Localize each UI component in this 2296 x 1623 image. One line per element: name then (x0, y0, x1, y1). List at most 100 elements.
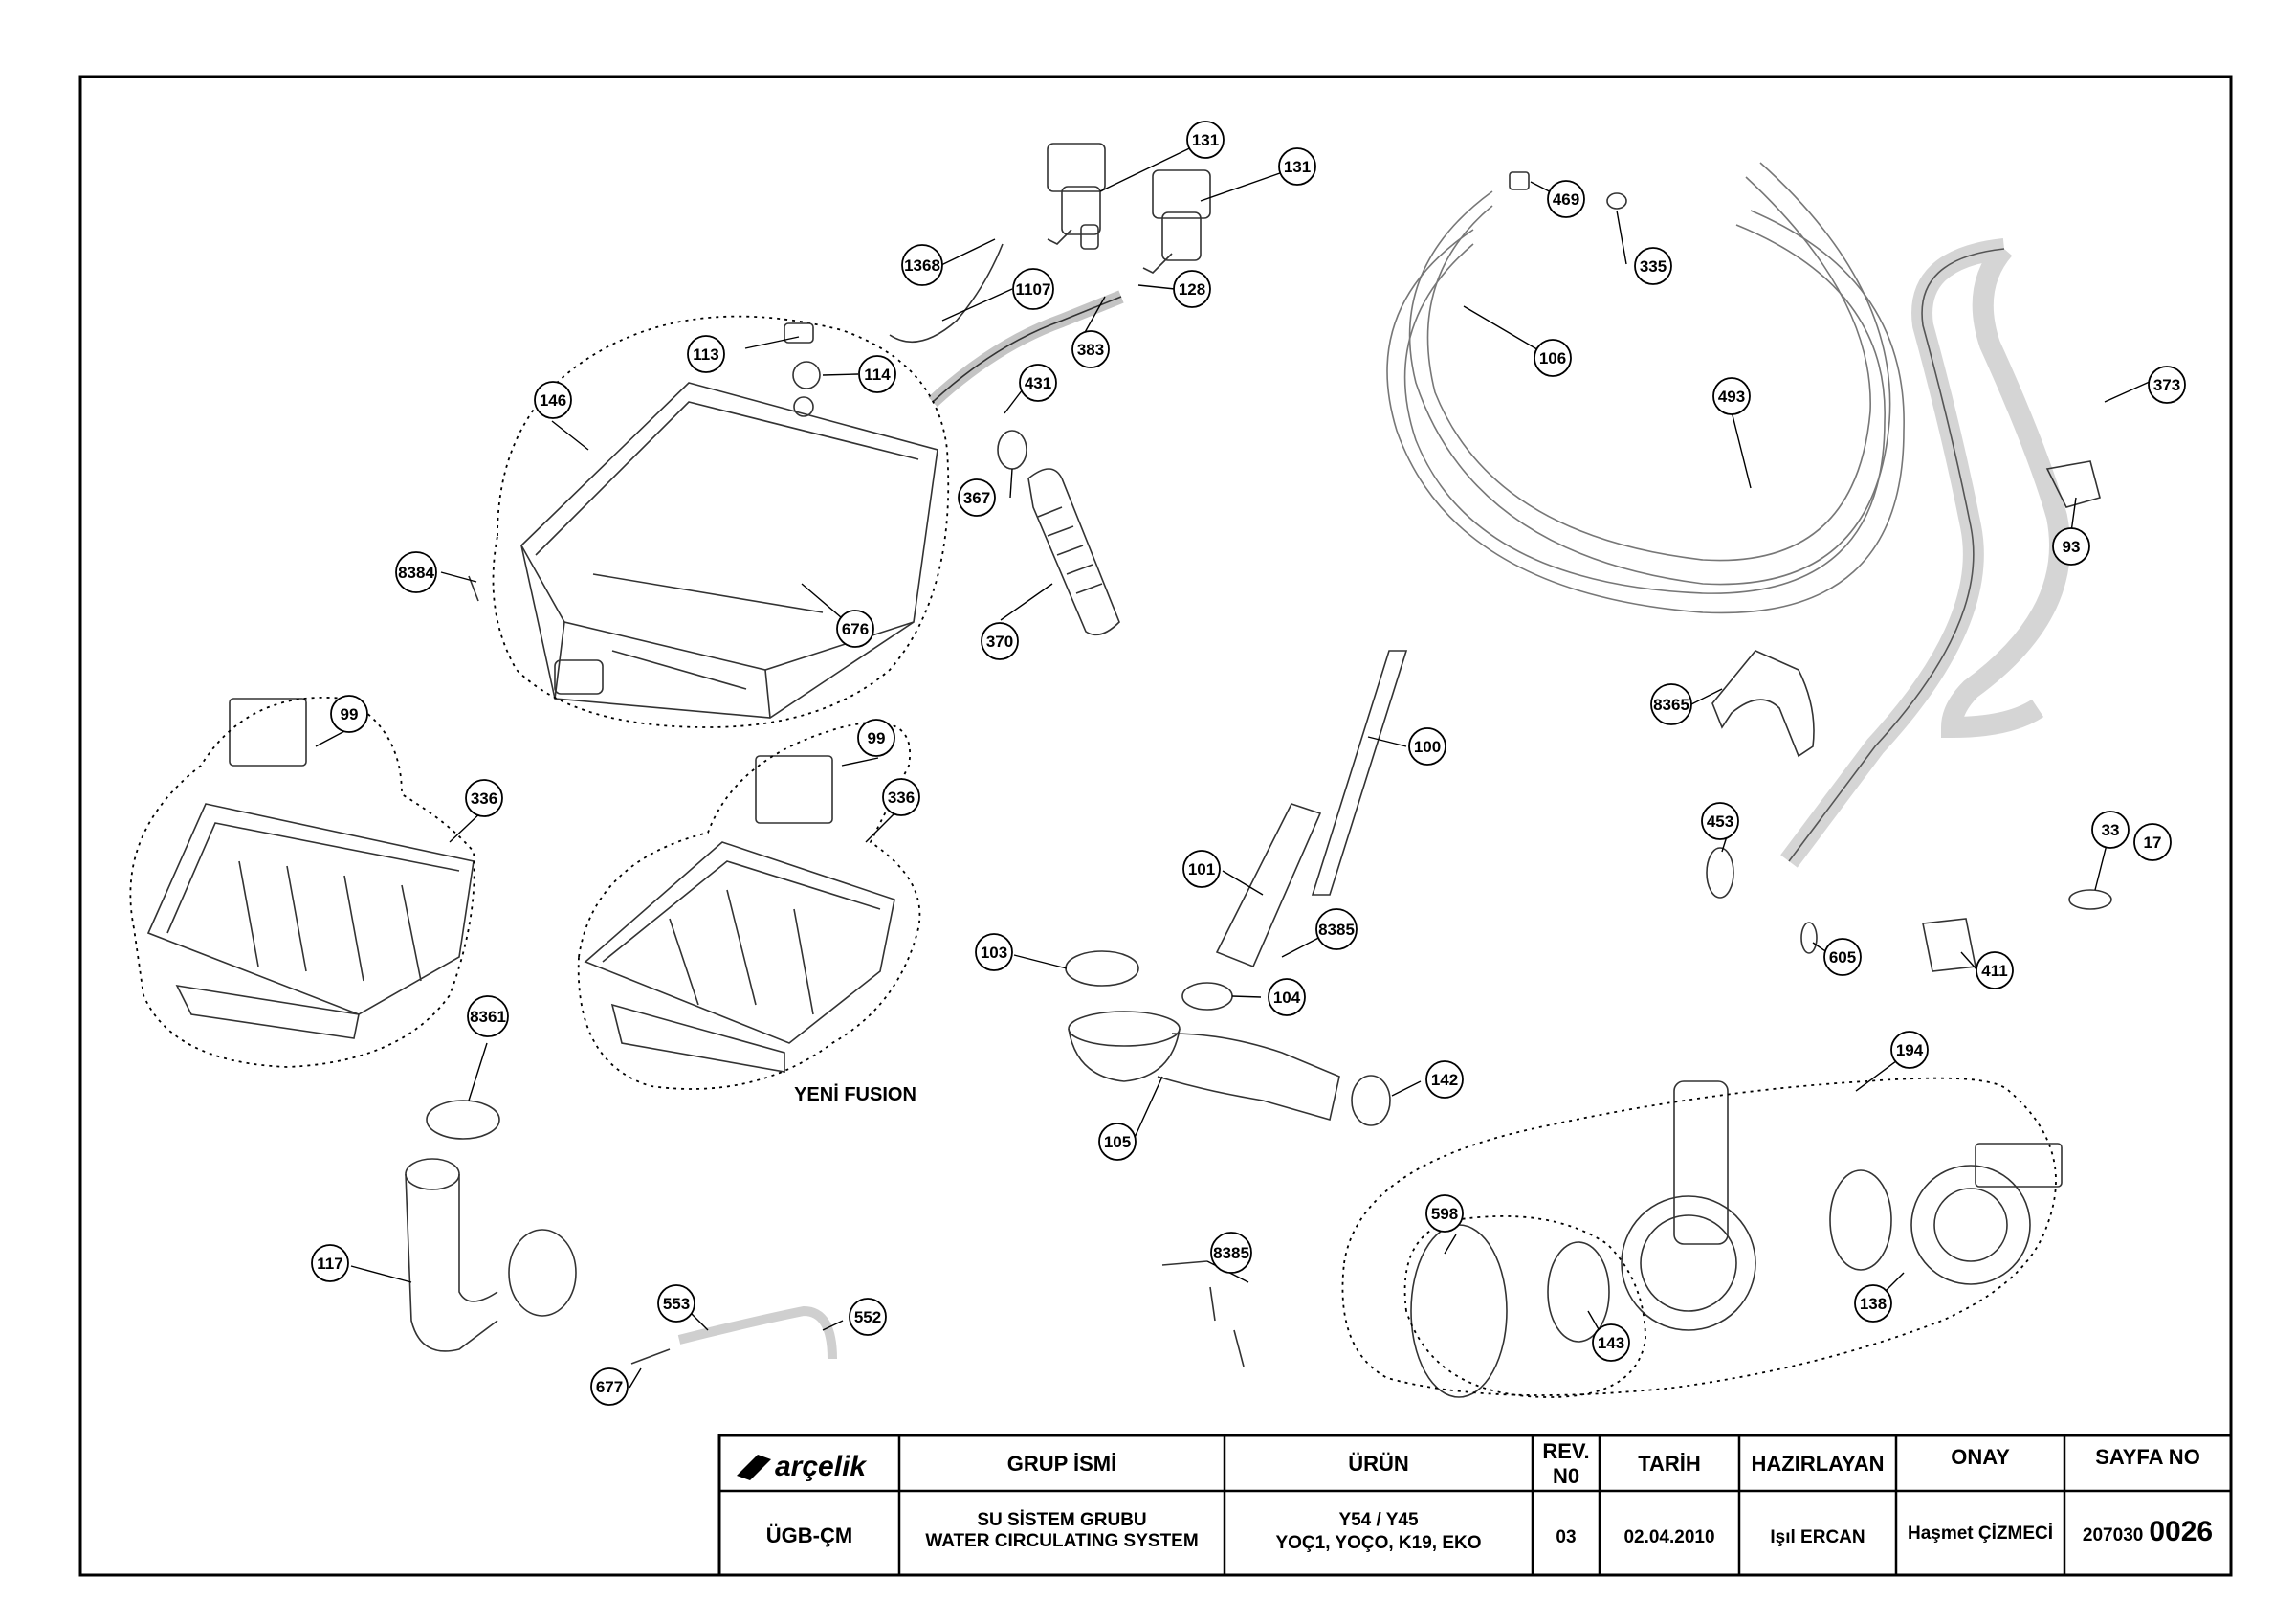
callout-number: 146 (540, 391, 566, 410)
callout-146: 146 (534, 381, 572, 419)
variant-label: YENİ FUSION (794, 1083, 916, 1105)
callout-circle (1071, 330, 1110, 368)
drawer-right-boundary (577, 722, 921, 1090)
callout-431: 431 (1019, 364, 1057, 402)
callout-17: 17 (2133, 823, 2172, 861)
callout-number: 553 (663, 1295, 690, 1313)
callout-circle (1315, 908, 1358, 950)
callout-113: 113 (687, 335, 725, 373)
callout-circle (1182, 850, 1221, 888)
callout-553: 553 (657, 1284, 695, 1323)
callout-411: 411 (1976, 951, 2014, 989)
callout-101: 101 (1182, 850, 1221, 888)
callout-104: 104 (1268, 978, 1306, 1016)
header-revision-line1: REV. (1542, 1439, 1589, 1463)
callout-number: 367 (963, 489, 990, 507)
callout-circle (1534, 339, 1572, 377)
clamp-367-drawing (997, 430, 1027, 470)
callout-circle (1650, 683, 1692, 725)
callout-370: 370 (981, 622, 1019, 660)
callout-469: 469 (1547, 180, 1585, 218)
pipe-100-drawing (1311, 650, 1408, 896)
value-revision: 03 (1556, 1527, 1576, 1547)
callout-circle (1173, 270, 1211, 308)
callout-1107: 1107 (1012, 268, 1054, 310)
callout-number: 383 (1077, 341, 1104, 359)
callout-100: 100 (1408, 727, 1446, 766)
callout-circle (882, 778, 920, 816)
callout-128: 128 (1173, 270, 1211, 308)
callout-99: 99 (330, 695, 368, 733)
callout-number: 117 (317, 1255, 342, 1273)
callout-number: 99 (868, 729, 886, 747)
callout-circle (958, 478, 996, 517)
bellows-370-drawing (1027, 468, 1120, 636)
callout-93: 93 (2052, 527, 2090, 566)
callout-117: 117 (311, 1244, 349, 1282)
callout-circle (1634, 247, 1672, 285)
callout-number: 103 (981, 944, 1007, 962)
callout-number: 194 (1896, 1041, 1924, 1059)
callout-number: 373 (2153, 376, 2180, 394)
clamp-453-drawing (1706, 847, 1734, 899)
callout-circle (590, 1367, 629, 1406)
value-group-name-line1: SU SİSTEM GRUBU (977, 1510, 1146, 1530)
callout-number: 676 (842, 620, 869, 638)
callout-number: 33 (2102, 821, 2120, 839)
drawing-frame (78, 75, 2233, 1577)
callout-143: 143 (1592, 1323, 1630, 1362)
hose-end-469-drawing (1509, 171, 1530, 190)
callout-number: 453 (1707, 812, 1733, 831)
callout-number: 370 (986, 633, 1013, 651)
callout-circle (981, 622, 1019, 660)
callout-453: 453 (1701, 802, 1739, 840)
callout-99: 99 (857, 719, 895, 757)
title-block: arçelik GRUP İSMİ ÜRÜN REV. N0 TARİH HAZ… (718, 1434, 2233, 1577)
callout-circle (657, 1284, 695, 1323)
value-group-name-line2: WATER CIRCULATING SYSTEM (925, 1531, 1198, 1551)
callout-circle (1823, 938, 1862, 976)
callout-number: 677 (596, 1378, 623, 1396)
callout-circle (465, 779, 503, 817)
callout-circle (849, 1298, 887, 1336)
callout-circle (1019, 364, 1057, 402)
value-page-no-prefix: 207030 (2083, 1525, 2143, 1545)
callout-circle (1592, 1323, 1630, 1362)
callout-circle (1408, 727, 1446, 766)
callout-number: 336 (888, 789, 915, 807)
callout-number: 8365 (1653, 696, 1689, 714)
callout-circle (836, 610, 874, 648)
callout-552: 552 (849, 1298, 887, 1336)
callout-138: 138 (1854, 1284, 1892, 1323)
callout-circle (1268, 978, 1306, 1016)
callout-677: 677 (590, 1367, 629, 1406)
callout-circle (858, 355, 896, 393)
elbow-117-drawing (405, 1158, 577, 1352)
callout-number: 131 (1284, 158, 1311, 176)
callout-number: 128 (1179, 280, 1205, 299)
callout-605: 605 (1823, 938, 1862, 976)
callout-circle (1854, 1284, 1892, 1323)
part-drawings (129, 143, 2112, 1398)
callout-circle (1547, 180, 1585, 218)
callout-circle (467, 995, 509, 1037)
callout-8361: 8361 (467, 995, 509, 1037)
callout-circle (1098, 1123, 1137, 1161)
callout-8385: 8385 (1210, 1232, 1252, 1274)
bracket-411-drawing (1922, 918, 1976, 972)
callout-8384: 8384 (395, 551, 437, 593)
callout-336: 336 (465, 779, 503, 817)
callout-number: 131 (1192, 131, 1219, 149)
callout-131: 131 (1278, 147, 1316, 186)
callout-circle (1425, 1194, 1464, 1233)
callout-103: 103 (975, 933, 1013, 971)
callout-circle (901, 244, 943, 286)
clamp-104-drawing (1181, 982, 1233, 1011)
arcelik-logo-mark-icon (737, 1455, 771, 1480)
value-page-no-suffix: 0026 (2149, 1516, 2213, 1547)
pipe-101-drawing (1215, 803, 1322, 968)
callout-number: 335 (1640, 257, 1667, 276)
callout-number: 469 (1553, 190, 1579, 209)
callout-number: 493 (1718, 388, 1745, 406)
